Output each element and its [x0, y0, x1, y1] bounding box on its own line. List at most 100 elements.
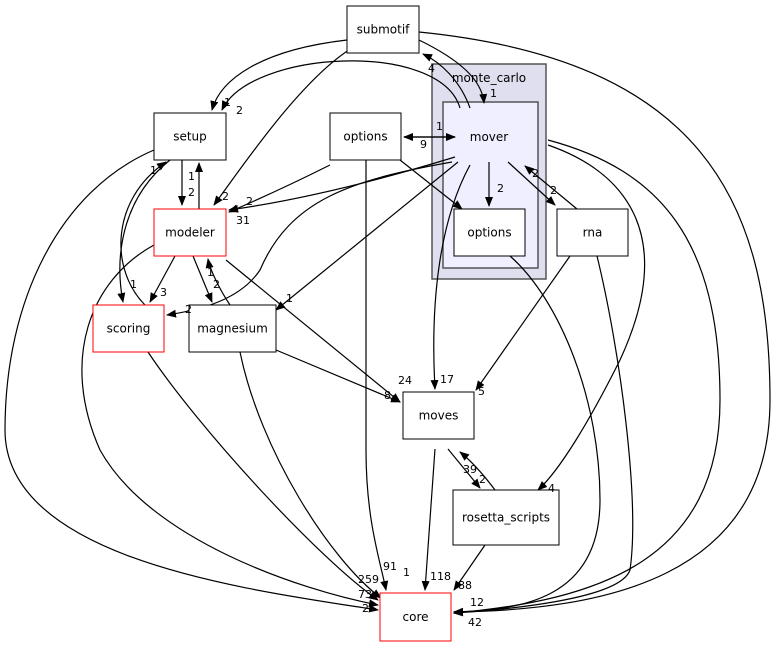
node-label: submotif — [357, 23, 411, 37]
edge-scoring-to-core[interactable] — [147, 351, 379, 601]
edge-rna-to-moves[interactable] — [475, 255, 571, 391]
edge-count-label[interactable]: 1 — [207, 266, 214, 279]
edge-magnesium-to-moves[interactable] — [275, 349, 401, 403]
edge-count-label[interactable]: 8 — [384, 389, 391, 402]
edge-mover-to-rna[interactable] — [507, 161, 556, 206]
node-scoring[interactable]: scoring — [92, 304, 165, 353]
node-magnesium[interactable]: magnesium — [188, 304, 277, 353]
node-options-inner[interactable]: options — [453, 208, 526, 257]
edge-submotif-to-mover[interactable] — [418, 39, 488, 104]
edge-moves-to-rosetta-scripts[interactable] — [447, 448, 481, 489]
edge-options-to-core[interactable] — [365, 160, 389, 591]
edge-monte-carlo-options-to-core[interactable] — [453, 255, 601, 616]
node-core[interactable]: core — [379, 592, 452, 642]
node-options-top[interactable]: options — [329, 112, 402, 161]
cluster-label: monte_carlo — [452, 71, 526, 85]
node-label: modeler — [165, 226, 215, 240]
edge-mover-to-magnesium[interactable] — [275, 161, 459, 311]
edge-count-label[interactable]: 73 — [358, 588, 372, 601]
node-rna[interactable]: rna — [556, 208, 629, 257]
edge-rosetta-scripts-to-moves[interactable] — [459, 451, 496, 491]
edge-count-label[interactable]: 2 — [479, 473, 486, 486]
edge-count-label[interactable]: 42 — [468, 616, 482, 629]
edge-count-label[interactable]: 1 — [403, 566, 410, 579]
edge-count-label[interactable]: 2 — [246, 195, 253, 208]
edge-mover-to-setup[interactable] — [221, 60, 461, 111]
edge-count-label[interactable]: 3 — [160, 286, 167, 299]
edge-submotif-to-core[interactable] — [418, 31, 771, 616]
edge-count-label[interactable]: 1 — [224, 96, 231, 109]
edge-count-label[interactable]: 1 — [436, 120, 443, 133]
edge-rosetta-scripts-to-core[interactable] — [453, 544, 486, 591]
edge-count-label[interactable]: 2 — [497, 182, 504, 195]
edge-count-label[interactable]: 12 — [470, 596, 484, 609]
node-label: options — [467, 226, 511, 240]
edge-modeler-to-core[interactable] — [81, 244, 379, 608]
node-modeler[interactable]: modeler — [153, 208, 227, 257]
edge-modeler-to-scoring[interactable] — [149, 255, 176, 303]
edge-count-label[interactable]: 2 — [532, 167, 539, 180]
edge-count-label[interactable]: 2 — [213, 278, 220, 291]
edge-submotif-to-modeler[interactable] — [213, 47, 353, 206]
edge-mover-to-modeler[interactable] — [228, 156, 456, 213]
node-submotif[interactable]: submotif — [346, 5, 420, 54]
edge-count-label[interactable]: 24 — [398, 374, 412, 387]
edge-magnesium-to-modeler[interactable] — [205, 258, 231, 306]
node-box — [379, 592, 452, 642]
edge-count-label[interactable]: 17 — [440, 373, 454, 386]
node-box — [153, 112, 227, 161]
edge-count-label[interactable]: 9 — [420, 138, 427, 151]
edge-count-label[interactable]: 2 — [222, 190, 229, 203]
edge-mover-to-rosetta-scripts[interactable] — [537, 144, 646, 491]
edge-count-label[interactable]: 2 — [362, 602, 369, 615]
edge-magnesium-to-core[interactable] — [239, 351, 382, 599]
edge-rna-to-core[interactable] — [453, 255, 634, 617]
node-setup[interactable]: setup — [153, 112, 227, 161]
edge-mover-to-submotif[interactable] — [422, 53, 471, 109]
edge-count-label[interactable]: 1 — [150, 164, 157, 177]
edge-mover-to-core[interactable] — [453, 139, 721, 617]
edge-count-label[interactable]: 91 — [383, 560, 397, 573]
node-label: rosetta_scripts — [462, 511, 550, 525]
node-label: options — [343, 130, 387, 144]
edge-modeler-to-moves[interactable] — [225, 259, 401, 403]
edge-count-label[interactable]: 118 — [430, 570, 451, 583]
edge-count-label[interactable]: 2 — [550, 184, 557, 197]
node-moves[interactable]: moves — [402, 391, 475, 440]
edge-count-label[interactable]: 4 — [548, 482, 555, 495]
edge-modeler-to-magnesium[interactable] — [192, 255, 213, 303]
node-label: scoring — [107, 322, 151, 336]
edge-count-label[interactable]: 88 — [458, 579, 472, 592]
edge-count-label[interactable]: 1 — [286, 292, 293, 305]
edge-count-label[interactable]: 1 — [130, 278, 137, 291]
edge-submotif-to-setup[interactable] — [210, 39, 348, 111]
edge-count-label[interactable]: 2 — [185, 303, 192, 316]
edge-count-label[interactable]: 39 — [463, 463, 477, 476]
node-label: moves — [419, 409, 459, 423]
edge-setup-to-core[interactable] — [4, 149, 379, 613]
edge-count-label[interactable]: 31 — [236, 214, 250, 227]
edge-count-label[interactable]: 4 — [428, 62, 435, 75]
edge-count-label[interactable]: 2 — [236, 104, 243, 117]
node-label: rna — [583, 226, 603, 240]
edge-mover-to-moves[interactable] — [430, 164, 471, 390]
node-mover[interactable]: mover — [470, 130, 509, 144]
node-rosetta-scripts[interactable]: rosetta_scripts — [452, 489, 560, 546]
node-label: setup — [173, 130, 207, 144]
edge-scoring-to-setup[interactable] — [120, 161, 167, 306]
node-label: mover — [470, 130, 509, 144]
node-box — [329, 112, 402, 161]
edge-count-label[interactable]: 5 — [478, 385, 485, 398]
edge-count-label[interactable]: 2 — [188, 186, 195, 199]
node-box — [188, 304, 277, 353]
node-box — [556, 208, 629, 257]
node-box — [92, 304, 165, 353]
edge-count-label[interactable]: 1 — [490, 87, 497, 100]
edge-rna-to-mover[interactable] — [524, 165, 578, 210]
edge-setup-to-scoring[interactable] — [117, 159, 171, 303]
edge-count-label[interactable]: 259 — [358, 573, 379, 586]
edge-count-label[interactable]: 1 — [188, 170, 195, 183]
node-box — [346, 5, 420, 54]
edge-moves-to-core[interactable] — [421, 448, 436, 591]
